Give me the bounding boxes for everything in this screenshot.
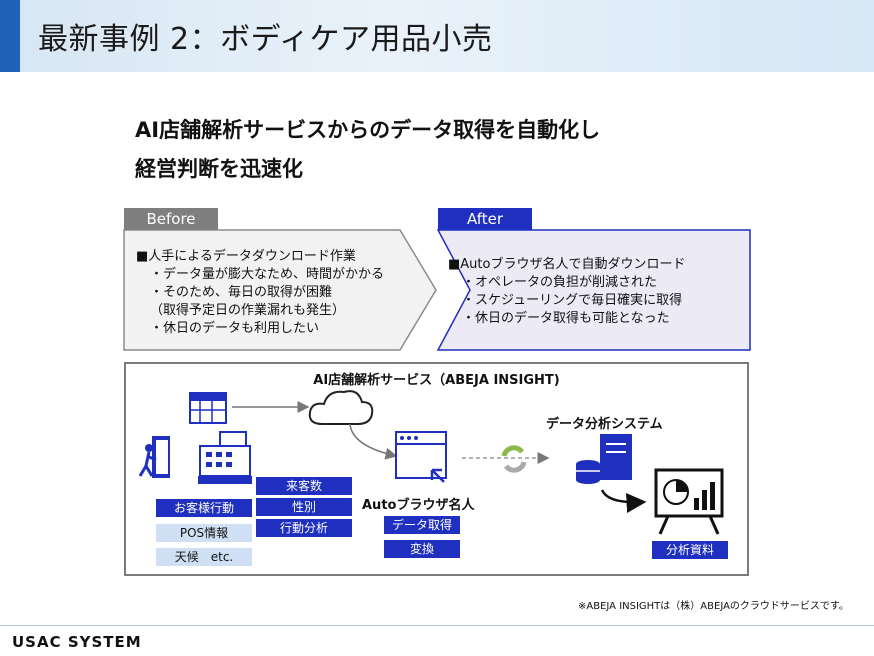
before-line: ・そのため、毎日の取得が困難 [150, 285, 333, 300]
person-exit-icon [138, 436, 170, 478]
cloud-to-auto-arrow [349, 423, 398, 460]
report-label: 分析資料 [652, 541, 728, 559]
system-to-report-arrow [600, 489, 647, 513]
page-title: 最新事例 2：ボディケア用品小売 [38, 22, 493, 57]
before-line: ・休日のデータも利用したい [150, 321, 320, 336]
after-line: ・スケジューリングで毎日確実に取得 [462, 293, 683, 308]
cash-register-icon [198, 431, 252, 484]
auto-browser-name: Autoブラウザ名人 [362, 498, 475, 513]
before-arrow-box [123, 229, 437, 351]
footer-divider [0, 625, 874, 626]
sync-icon [501, 445, 527, 473]
cloud-icon [308, 390, 374, 425]
customer-behavior-label: お客様行動 [156, 499, 252, 517]
behavior-analysis-label: 行動分析 [256, 519, 352, 537]
auto-browser-icon [395, 431, 447, 483]
visitor-count-label: 来客数 [256, 477, 352, 495]
weather-label: 天候 etc. [156, 548, 252, 566]
header-banner [0, 0, 874, 72]
footnote: ※ABEJA INSIGHTは（株）ABEJAのクラウドサービスです。 [578, 601, 849, 612]
after-box-shape [436, 229, 751, 351]
company-logo: USAC SYSTEM [12, 633, 142, 651]
data-fetch-label: データ取得 [384, 516, 460, 534]
before-line: ■人手によるデータダウンロード作業 [136, 249, 356, 264]
analysis-system-label: データ分析システム [546, 417, 663, 432]
presentation-board-icon [654, 468, 724, 535]
gender-label: 性別 [256, 498, 352, 516]
subtitle-line-1: AI店舗解析サービスからのデータ取得を自動化し [135, 118, 601, 142]
before-tab: Before [124, 208, 218, 230]
after-text: ■Autoブラウザ名人で自動ダウンロード ・オペレータの負担が削減された ・スケ… [448, 256, 685, 328]
after-line: ・オペレータの負担が削減された [462, 275, 658, 290]
header-accent-bar [0, 0, 20, 72]
convert-label: 変換 [384, 540, 460, 558]
database-server-icon [576, 434, 632, 484]
before-line: （取得予定日の作業漏れも発生） [150, 303, 346, 318]
store-icon [189, 392, 227, 424]
pos-info-label: POS情報 [156, 524, 252, 542]
subtitle-line-2: 経営判断を迅速化 [135, 157, 303, 181]
after-line: ・休日のデータ取得も可能となった [462, 311, 670, 326]
system-title: AI店舗解析サービス（ABEJA INSIGHT) [313, 373, 560, 388]
after-tab: After [438, 208, 532, 230]
before-line: ・データ量が膨大なため、時間がかかる [150, 267, 385, 282]
after-line: ■Autoブラウザ名人で自動ダウンロード [448, 257, 686, 272]
before-text: ■人手によるデータダウンロード作業 ・データ量が膨大なため、時間がかかる ・その… [136, 248, 384, 338]
